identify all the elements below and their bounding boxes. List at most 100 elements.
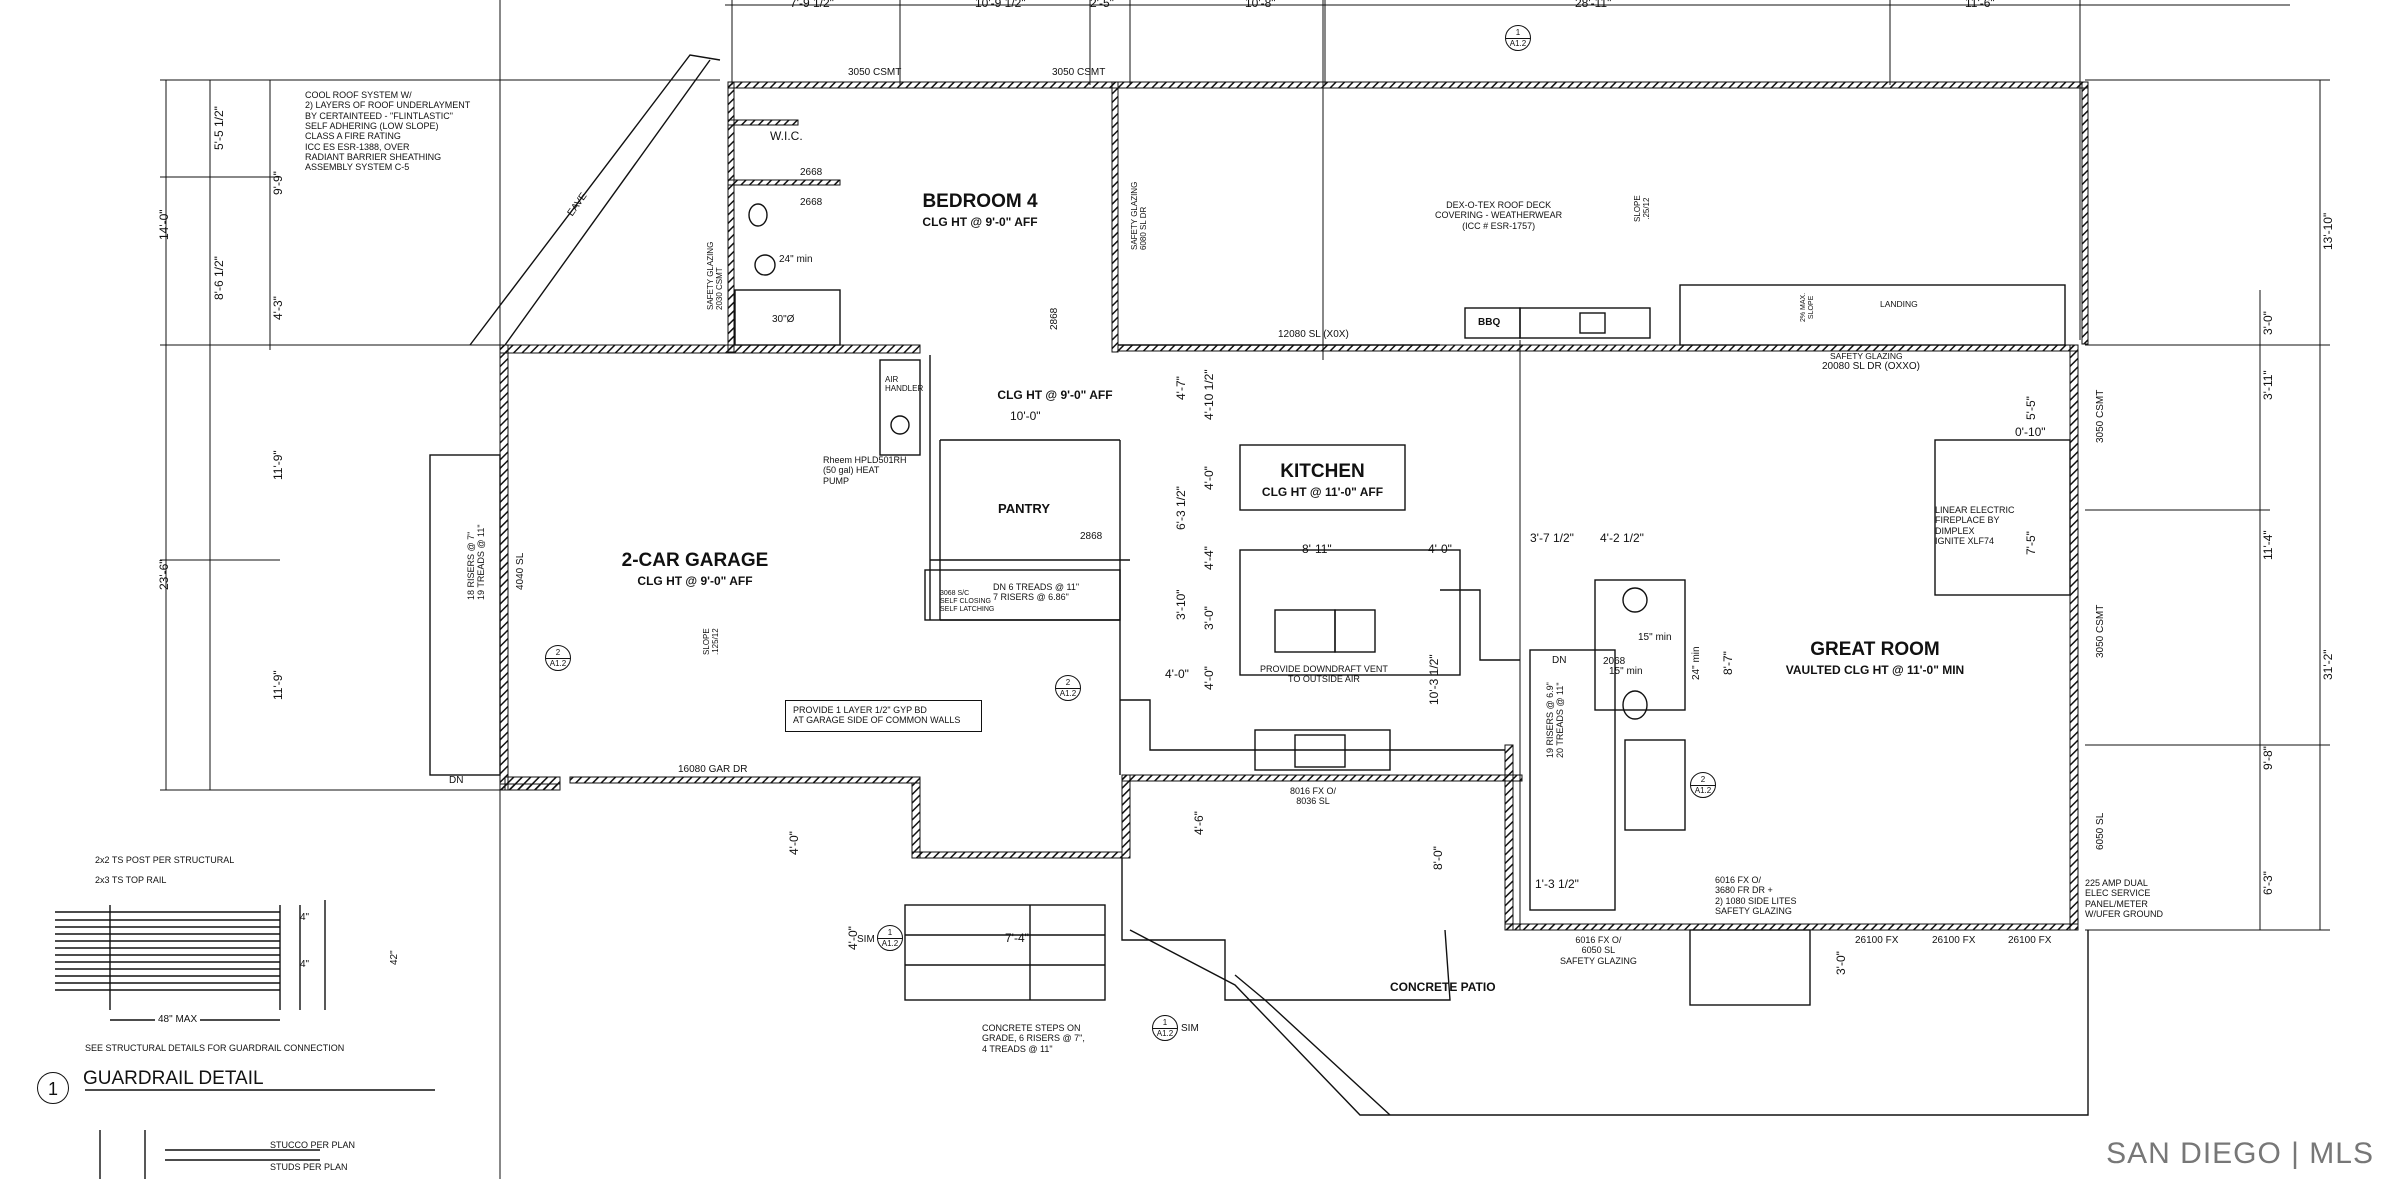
dim-right-2: 3'-0" xyxy=(2261,311,2275,335)
guardrail-post-label: 2x2 TS POST PER STRUCTURAL xyxy=(95,855,235,865)
ceiling-height-hall: CLG HT @ 9'-0" AFF xyxy=(997,388,1113,402)
slope-garage: SLOPE .125/12 xyxy=(702,628,721,655)
slope-roof-deck: SLOPE .25/12 xyxy=(1633,195,1652,222)
window-26100-fx-a: 26100 FX xyxy=(1855,935,1899,946)
dim-left-2: 8'-6 1/2" xyxy=(212,256,226,300)
shower-diameter: 30"Ø xyxy=(772,314,795,325)
window-6016-fx: 6016 FX O/ 6050 SL SAFETY GLAZING xyxy=(1560,935,1637,966)
window-3050-csmt-right-2: 3050 CSMT xyxy=(2095,604,2106,658)
patio-outline xyxy=(1121,858,1451,1001)
room-label-great-room: GREAT ROOM xyxy=(1810,639,1940,660)
dim-left-4: 23'-6" xyxy=(157,559,171,590)
window-2030-csmt: SAFETY GLAZING 2030 CSMT xyxy=(706,241,725,310)
note-gyp: PROVIDE 1 LAYER 1/2" GYP BD AT GARAGE SI… xyxy=(793,705,961,726)
dim-top-3: 2'-5" xyxy=(1090,0,1114,10)
label-sim-b: SIM xyxy=(1181,1023,1199,1034)
clearance-24-min-a: 24" min xyxy=(779,254,813,265)
guardrail-spacing-a: 4" xyxy=(300,912,310,923)
dim-int-24: 4'-0" xyxy=(1165,667,1189,681)
dim-int-18: 4'-10 1/2" xyxy=(1202,369,1216,420)
dim-left-5: 9'-9" xyxy=(271,171,285,195)
label-landing: LANDING xyxy=(1880,299,1918,309)
dim-top-2: 10'-9 1/2" xyxy=(975,0,1026,10)
note-stairs-great-room: 19 RISERS @ 6.9" 20 TREADS @ 11" xyxy=(1545,682,1566,758)
ceiling-height-garage: CLG HT @ 9'-0" AFF xyxy=(637,574,753,588)
ceiling-height-kitchen: CLG HT @ 11'-0" AFF xyxy=(1261,485,1384,499)
stairs-kitchen xyxy=(924,569,1121,621)
dim-left-7: 11'-9" xyxy=(271,450,285,480)
note-concrete-steps: CONCRETE STEPS ON GRADE, 6 RISERS @ 7", … xyxy=(982,1023,1085,1054)
guardrail-spacing-b: 4" xyxy=(300,959,310,970)
window-26100-fx-c: 26100 FX xyxy=(2008,935,2052,946)
window-3050-csmt-a: 3050 CSMT xyxy=(848,67,902,78)
dim-int-8: 7'-4" xyxy=(1005,931,1029,945)
eave-outline xyxy=(504,59,711,346)
dim-left-8: 11'-9" xyxy=(271,670,285,700)
note-downdraft: PROVIDE DOWNDRAFT VENT TO OUTSIDE AIR xyxy=(1260,664,1388,685)
note-fireplace: LINEAR ELECTRIC FIREPLACE BY DIMPLEX IGN… xyxy=(1935,505,2015,547)
dim-int-11: 8'-0" xyxy=(1431,846,1445,870)
room-label-kitchen: KITCHEN xyxy=(1280,461,1365,482)
room-label-bedroom-4: BEDROOM 4 xyxy=(922,191,1038,212)
note-door-3068: 3068 S/C SELF CLOSING SELF LATCHING xyxy=(940,590,995,614)
guardrail-title: GUARDRAIL DETAIL xyxy=(83,1068,264,1089)
dim-right-1: 13'-10" xyxy=(2321,212,2335,250)
dim-right-8: 9'-8" xyxy=(2261,746,2275,770)
guardrail-see-note: SEE STRUCTURAL DETAILS FOR GUARDRAIL CON… xyxy=(85,1043,345,1053)
stairs-great-room xyxy=(1529,649,1616,911)
note-heat-pump: Rheem HPLD501RH (50 gal) HEAT PUMP xyxy=(823,455,907,486)
room-label-garage: 2-CAR GARAGE xyxy=(621,550,769,571)
dim-top-6: 11'-6" xyxy=(1965,0,1995,10)
dim-int-15: 8'-7" xyxy=(1721,651,1735,675)
ceiling-height-bedroom-4: CLG HT @ 9'-0" AFF xyxy=(922,215,1038,229)
note-stairs-garage: 18 RISERS @ 7" 19 TREADS @ 11" xyxy=(466,524,487,600)
kitchen-island-top xyxy=(1239,444,1406,511)
stairs-garage xyxy=(429,454,501,776)
dim-right-7: 31'-2" xyxy=(2321,649,2335,680)
slope-landing: 2% MAX. SLOPE xyxy=(1800,292,1816,322)
door-2668-b: 2668 xyxy=(800,197,823,208)
dim-right-9: 6'-3" xyxy=(2261,871,2275,895)
dim-int-9: 4'-0" xyxy=(787,831,801,855)
guardrail-studs: STUDS PER PLAN xyxy=(270,1162,348,1172)
door-6080-sl: SAFETY GLAZING 6080 SL DR xyxy=(1130,181,1149,250)
dim-right-6: 7'-5" xyxy=(2024,531,2038,555)
dim-int-19: 4'-0" xyxy=(1202,466,1216,490)
dim-int-7: 1'-3 1/2" xyxy=(1535,877,1579,891)
air-handler xyxy=(879,359,921,456)
room-label-wic: W.I.C. xyxy=(770,129,803,143)
dim-int-3: 4'-0" xyxy=(1428,542,1452,556)
note-air-handler: AIR HANDLER xyxy=(885,375,924,394)
room-label-patio: CONCRETE PATIO xyxy=(1390,980,1496,994)
label-dn-great: DN xyxy=(1552,655,1567,666)
window-8016-fx: 8016 FX O/ 8036 SL xyxy=(1290,786,1337,807)
note-entry-door: 6016 FX O/ 3680 FR DR + 2) 1080 SIDE LIT… xyxy=(1715,875,1797,917)
mls-watermark: SAN DIEGO | MLS xyxy=(2106,1137,2374,1170)
dim-left-6: 4'-3" xyxy=(271,296,285,320)
note-electrical: 225 AMP DUAL ELEC SERVICE PANEL/METER W/… xyxy=(2085,878,2163,920)
guardrail-title-number: 1 xyxy=(37,1072,69,1104)
kitchen-island xyxy=(1239,549,1461,676)
dim-int-2: 8'-11" xyxy=(1302,542,1332,556)
dim-int-4: 3'-7 1/2" xyxy=(1530,531,1574,545)
dim-int-20: 3'-10" xyxy=(1174,589,1188,620)
dim-left-1: 5'-5 1/2" xyxy=(212,106,226,150)
kitchen-sink xyxy=(1294,734,1346,768)
ceiling-height-great-room: VAULTED CLG HT @ 11'-0" MIN xyxy=(1785,663,1965,677)
entry-landing xyxy=(1689,929,1811,1006)
door-2868-a: 2868 xyxy=(1080,531,1103,542)
dim-int-10: 4'-6" xyxy=(1192,811,1206,835)
guardrail-max: 48" MAX xyxy=(155,1015,201,1025)
dim-int-5: 4'-2 1/2" xyxy=(1600,531,1644,545)
dim-int-16: 6'-3 1/2" xyxy=(1174,486,1188,530)
dim-int-22: 4'-0" xyxy=(1202,666,1216,690)
door-12080-sl: 12080 SL (X0X) xyxy=(1278,329,1349,340)
note-roof-system: COOL ROOF SYSTEM W/ 2) LAYERS OF ROOF UN… xyxy=(305,90,471,173)
